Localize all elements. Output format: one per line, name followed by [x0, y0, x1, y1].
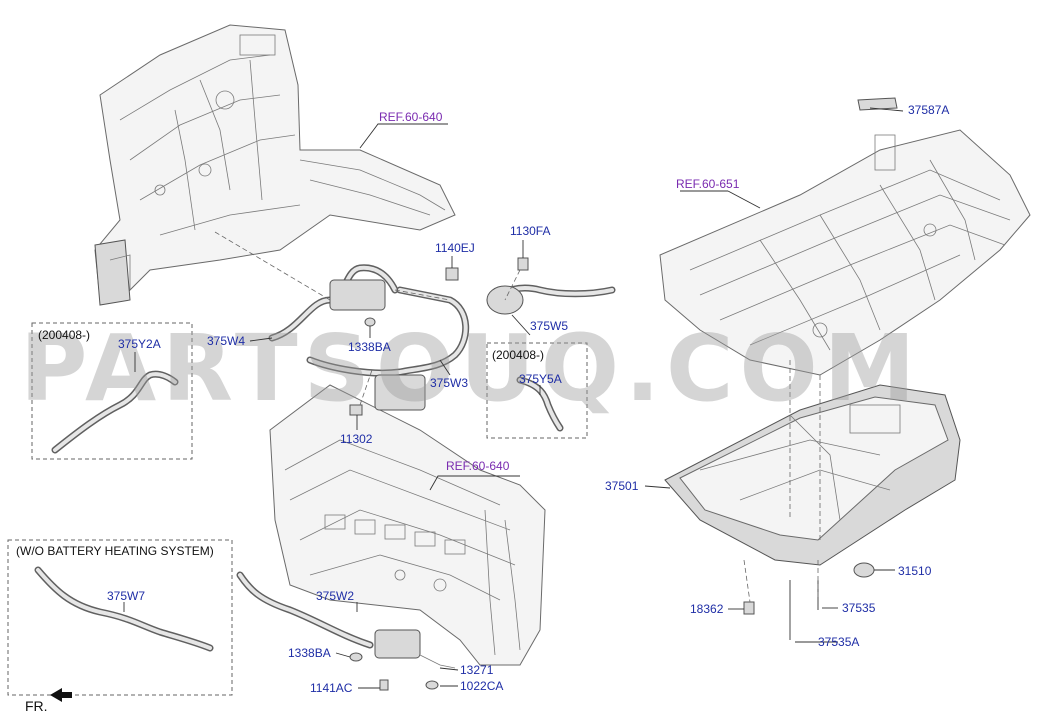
part-label-37587A[interactable]: 37587A	[908, 103, 949, 117]
part-label-1140EJ[interactable]: 1140EJ	[435, 241, 475, 255]
part-label-31510[interactable]: 31510	[898, 564, 932, 578]
part-label-1338BA-top[interactable]: 1338BA	[348, 340, 391, 354]
leader-lines	[123, 107, 904, 689]
dash-panel-structure	[269, 384, 546, 666]
part-label-37535A[interactable]: 37535A	[818, 635, 859, 649]
rear-floor-structure	[659, 97, 1031, 376]
watermark: PARTSOUQ.COM	[20, 315, 921, 422]
assembly-lines	[214, 231, 821, 603]
part-label-37535[interactable]: 37535	[842, 601, 876, 615]
part-label-37501[interactable]: 37501	[605, 479, 639, 493]
part-label-375W3[interactable]: 375W3	[430, 376, 468, 390]
part-label-1022CA[interactable]: 1022CA	[460, 679, 503, 693]
part-label-375Y2A[interactable]: 375Y2A	[118, 337, 161, 351]
variant-date-right: (200408-)	[492, 348, 544, 362]
wo-battery-box	[7, 539, 233, 696]
battery-pack	[664, 384, 961, 566]
part-label-1130FA[interactable]: 1130FA	[510, 224, 550, 238]
variant-box-right	[486, 342, 588, 439]
part-label-18362[interactable]: 18362	[690, 602, 724, 616]
coolant-hoses	[34, 264, 616, 669]
part-label-375W2[interactable]: 375W2	[316, 589, 354, 603]
part-label-1141AC[interactable]: 1141AC	[310, 681, 353, 695]
reference-label-top: REF.60-640	[379, 110, 443, 124]
part-label-375W4[interactable]: 375W4	[207, 334, 245, 348]
reference-label-dash: REF.60-640	[446, 459, 510, 473]
part-label-11302[interactable]: 11302	[340, 432, 373, 446]
part-label-1338BA-bottom[interactable]: 1338BA	[288, 646, 331, 660]
front-label: FR.	[25, 698, 48, 714]
part-label-375Y5A[interactable]: 375Y5A	[519, 372, 562, 386]
variant-box-left	[31, 322, 193, 460]
front-arrow-icon	[50, 688, 72, 702]
part-label-375W5[interactable]: 375W5	[530, 319, 568, 333]
part-labels: 37587A 1140EJ 1130FA 375W4 1338BA 375W5 …	[107, 103, 949, 695]
reference-label-floor: REF.60-651	[676, 177, 740, 191]
front-body-structure	[94, 24, 456, 306]
variant-date-left: (200408-)	[38, 328, 90, 342]
wo-battery-caption: (W/O BATTERY HEATING SYSTEM)	[16, 544, 214, 558]
part-label-375W7[interactable]: 375W7	[107, 589, 145, 603]
part-label-13271[interactable]: 13271	[460, 663, 494, 677]
fasteners	[349, 257, 875, 691]
